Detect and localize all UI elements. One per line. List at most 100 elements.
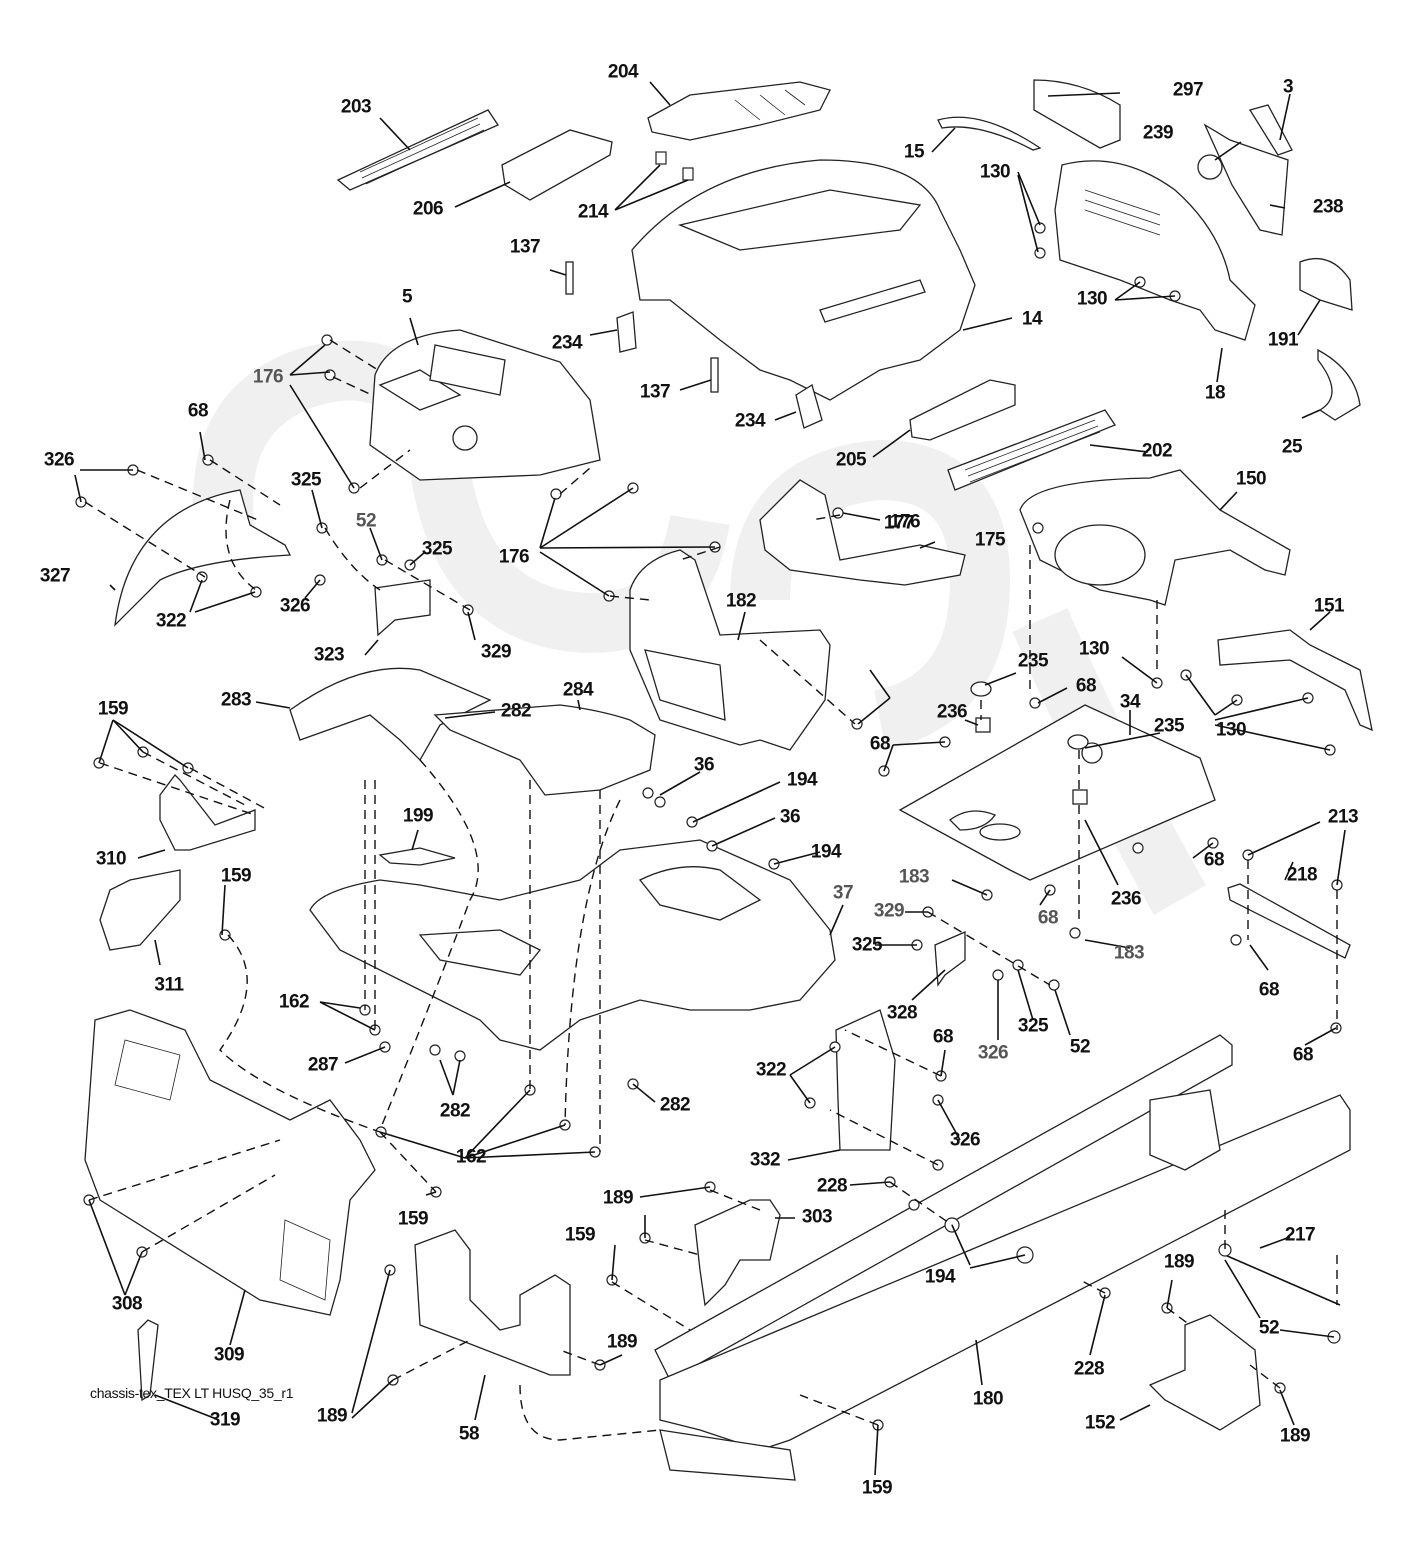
part-284 [433, 704, 656, 796]
callout-235: 235 [1017, 650, 1049, 672]
callout-328: 328 [886, 1002, 918, 1024]
callout-236: 236 [1110, 888, 1142, 910]
callout-228: 228 [1073, 1358, 1105, 1380]
callout-36: 36 [779, 806, 801, 828]
callout-159: 159 [397, 1208, 429, 1230]
part-137b [710, 357, 719, 393]
part-235a [970, 681, 992, 697]
callout-150: 150 [1235, 468, 1267, 490]
callout-322: 322 [155, 610, 187, 632]
callout-176: 176 [252, 366, 284, 388]
part-199 [378, 847, 456, 866]
callout-217: 217 [1284, 1224, 1316, 1246]
callout-152: 152 [1084, 1412, 1116, 1434]
part-14 [631, 159, 976, 401]
callout-204: 204 [607, 61, 639, 83]
callout-182: 182 [725, 590, 757, 612]
part-152 [1148, 1314, 1261, 1431]
part-310 [159, 774, 256, 851]
part-206 [501, 129, 613, 201]
part-323 [374, 579, 431, 637]
callout-68: 68 [932, 1026, 954, 1048]
callout-203: 203 [340, 96, 372, 118]
callout-15: 15 [903, 141, 925, 163]
fasteners [75, 222, 1343, 1431]
part-151 [1217, 629, 1373, 732]
callout-326: 326 [949, 1129, 981, 1151]
callout-234: 234 [734, 410, 766, 432]
part-327 [114, 489, 292, 627]
callout-130: 130 [1076, 288, 1108, 310]
callout-283: 283 [220, 689, 252, 711]
callout-235: 235 [1153, 715, 1185, 737]
callout-68: 68 [1203, 849, 1225, 871]
callout-151: 151 [1313, 595, 1345, 617]
callout-18: 18 [1204, 382, 1226, 404]
part-37 [309, 839, 836, 1051]
callout-189: 189 [606, 1331, 638, 1353]
part-217 [1224, 1254, 1341, 1306]
callout-52: 52 [355, 510, 377, 532]
callout-189: 189 [316, 1405, 348, 1427]
callout-239: 239 [1142, 122, 1174, 144]
callout-183: 183 [898, 866, 930, 888]
part-18 [1054, 160, 1256, 341]
callout-213: 213 [1327, 806, 1359, 828]
callout-282: 282 [500, 700, 532, 722]
part-25 [1317, 348, 1361, 421]
part-297 [1033, 79, 1121, 149]
leader-lines [74, 81, 1346, 1476]
callout-189: 189 [602, 1187, 634, 1209]
callout-332: 332 [749, 1149, 781, 1171]
callout-68: 68 [869, 733, 891, 755]
callout-297: 297 [1172, 79, 1204, 101]
callout-325: 325 [421, 538, 453, 560]
callout-176: 176 [889, 511, 921, 533]
part-180 [654, 1034, 1351, 1481]
callout-218: 218 [1286, 864, 1318, 886]
part-328 [934, 931, 966, 987]
callout-323: 323 [313, 644, 345, 666]
part-236a [975, 717, 991, 733]
callout-325: 325 [290, 469, 322, 491]
part-235b [1067, 734, 1089, 750]
callout-52: 52 [1069, 1036, 1091, 1058]
callout-176: 176 [498, 546, 530, 568]
callout-322: 322 [755, 1059, 787, 1081]
callout-159: 159 [861, 1477, 893, 1499]
part-234b [795, 383, 823, 429]
part-182 [629, 549, 831, 751]
callout-311: 311 [154, 974, 184, 996]
callout-5: 5 [401, 286, 413, 308]
callout-159: 159 [97, 698, 129, 720]
callout-175: 175 [974, 529, 1006, 551]
callout-326: 326 [279, 595, 311, 617]
callout-37: 37 [832, 882, 854, 904]
callout-310: 310 [95, 848, 127, 870]
callout-68: 68 [1075, 675, 1097, 697]
part-311 [99, 869, 181, 951]
assembly-lines [84, 339, 1338, 1441]
callout-58: 58 [458, 1423, 480, 1445]
callout-180: 180 [972, 1388, 1004, 1410]
part-204 [647, 81, 831, 141]
part-5 [369, 329, 601, 481]
part-34 [898, 704, 1216, 881]
callout-14: 14 [1021, 308, 1043, 330]
part-283 [289, 667, 492, 762]
part-332 [835, 1009, 896, 1151]
callout-199: 199 [402, 805, 434, 827]
callout-137: 137 [639, 381, 671, 403]
part-58 [414, 1229, 571, 1376]
callout-68: 68 [1292, 1044, 1314, 1066]
callout-319: 319 [209, 1409, 241, 1431]
callout-162: 162 [455, 1146, 487, 1168]
callout-162: 162 [278, 991, 310, 1013]
callout-282: 282 [659, 1094, 691, 1116]
part-191 [1299, 257, 1353, 311]
callout-130: 130 [979, 161, 1011, 183]
part-239 [1197, 154, 1223, 180]
callout-177: 177 [883, 512, 915, 534]
